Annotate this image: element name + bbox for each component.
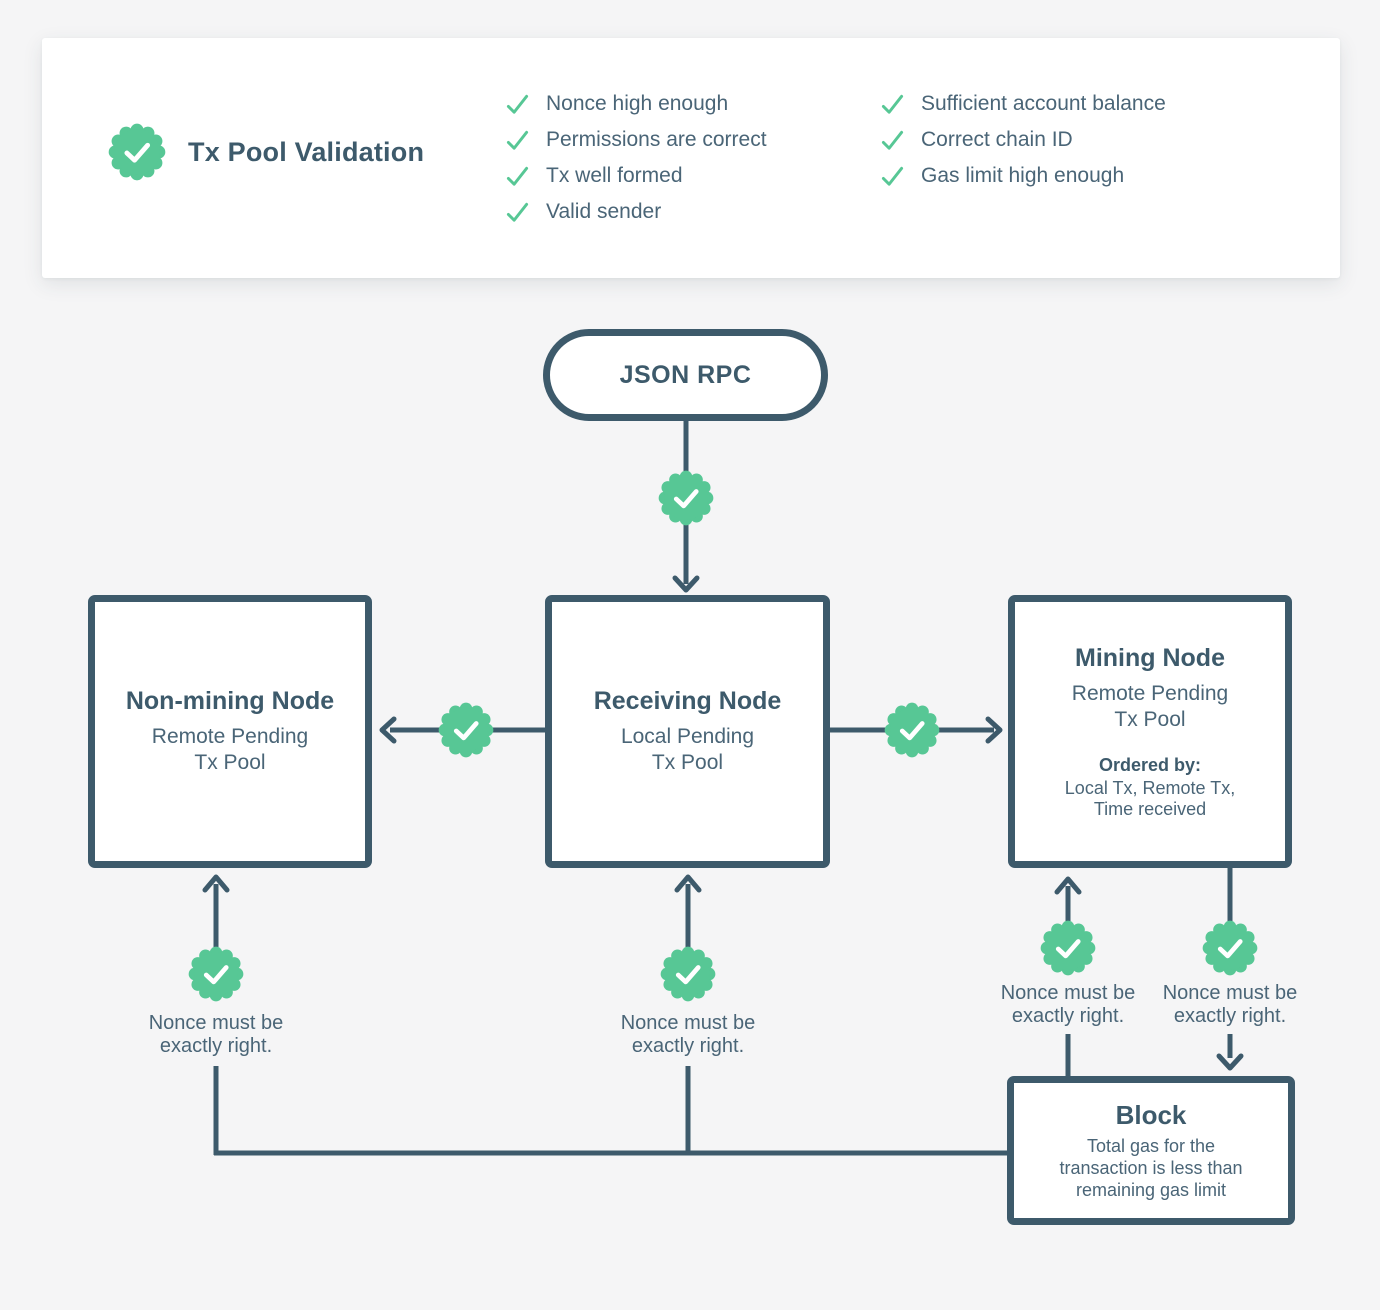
nonce-note: Nonce must be exactly right. [1145, 982, 1315, 1028]
node-subtitle-line: Local Pending [620, 725, 755, 748]
checklist-item: Sufficient account balance [880, 86, 1166, 122]
nonce-note-line: exactly right. [1011, 1005, 1125, 1027]
checklist-item-label: Correct chain ID [921, 128, 1073, 151]
nonce-note: Nonce must be exactly right. [603, 1012, 773, 1058]
node-receiving: Receiving Node Local Pending Tx Pool [545, 595, 830, 868]
node-mining: Mining Node Remote Pending Tx Pool Order… [1008, 595, 1292, 868]
node-json-rpc-label: JSON RPC [619, 360, 752, 389]
checklist-item: Gas limit high enough [880, 158, 1166, 194]
validation-badge-icon [884, 702, 940, 758]
validation-badge-icon [438, 702, 494, 758]
node-subtitle-line: Tx Pool [1114, 707, 1186, 731]
nonce-note-line: Nonce must be [1000, 982, 1136, 1004]
legend-brand: Tx Pool Validation [108, 123, 424, 181]
nonce-note-line: Nonce must be [1162, 982, 1298, 1004]
validation-checklist-left: Nonce high enough Permissions are correc… [505, 86, 767, 230]
checklist-item-label: Tx well formed [546, 164, 683, 187]
validation-badge-icon [1202, 920, 1258, 976]
block-body-line: transaction is less than [1059, 1158, 1243, 1178]
validation-legend-card: Tx Pool Validation Nonce high enough Per… [42, 38, 1340, 278]
checklist-item: Valid sender [505, 194, 767, 230]
check-icon [505, 200, 530, 225]
nonce-note-line: Nonce must be [620, 1012, 756, 1034]
arrowhead-into-mining [985, 716, 1003, 744]
check-icon [505, 164, 530, 189]
checklist-item-label: Gas limit high enough [921, 164, 1125, 187]
validation-checklist-right: Sufficient account balance Correct chain… [880, 86, 1166, 194]
arrowhead-down-into-block [1216, 1053, 1244, 1071]
node-json-rpc: JSON RPC [543, 329, 828, 421]
nonce-note-line: Nonce must be [148, 1012, 284, 1034]
block-body-line: Total gas for the [1086, 1136, 1216, 1156]
arrowhead-into-receiving [672, 575, 700, 593]
checklist-item-label: Sufficient account balance [921, 92, 1166, 115]
checklist-item-label: Nonce high enough [546, 92, 729, 115]
node-title: Mining Node [1075, 643, 1225, 672]
arrowhead-into-nonmining [379, 716, 397, 744]
check-icon [880, 164, 905, 189]
legend-title: Tx Pool Validation [188, 136, 425, 167]
node-subtitle: Local Pending Tx Pool [621, 724, 754, 776]
checklist-item-label: Valid sender [546, 200, 662, 223]
checklist-item: Permissions are correct [505, 122, 767, 158]
node-subtitle-line: Remote Pending [151, 725, 309, 748]
node-block: Block Total gas for the transaction is l… [1007, 1076, 1295, 1225]
arrowhead-up-into-nonmining [202, 874, 230, 893]
arrowhead-up-into-mining [1054, 876, 1082, 895]
node-title: Receiving Node [593, 687, 782, 715]
validation-badge-icon [188, 946, 244, 1002]
ordered-by-line: Time received [1093, 798, 1207, 819]
checklist-item: Nonce high enough [505, 86, 767, 122]
checklist-item: Tx well formed [505, 158, 767, 194]
validation-badge-icon [658, 470, 714, 526]
check-icon [880, 128, 905, 153]
validation-badge-icon [660, 946, 716, 1002]
node-subtitle: Remote Pending Tx Pool [152, 724, 308, 776]
check-icon [880, 92, 905, 117]
check-icon [505, 92, 530, 117]
node-subtitle-line: Remote Pending [1071, 681, 1229, 705]
nonce-note-line: exactly right. [159, 1035, 273, 1057]
check-icon [505, 128, 530, 153]
node-subtitle-line: Tx Pool [194, 751, 266, 774]
nonce-note: Nonce must be exactly right. [131, 1012, 301, 1058]
nonce-note-line: exactly right. [1173, 1005, 1287, 1027]
node-non-mining: Non-mining Node Remote Pending Tx Pool [88, 595, 372, 868]
block-body-line: remaining gas limit [1075, 1180, 1227, 1200]
ordered-by-section: Ordered by: Local Tx, Remote Tx, Time re… [1065, 755, 1235, 820]
validation-badge-icon [1040, 920, 1096, 976]
checklist-item-label: Permissions are correct [546, 128, 767, 151]
checklist-item: Correct chain ID [880, 122, 1166, 158]
node-title: Non-mining Node [125, 687, 335, 715]
node-subtitle: Remote Pending Tx Pool [1072, 681, 1228, 733]
nonce-note: Nonce must be exactly right. [983, 982, 1153, 1028]
node-title: Block [1115, 1100, 1187, 1130]
ordered-by-line: Local Tx, Remote Tx, [1064, 777, 1236, 798]
arrowhead-up-into-receiving [674, 874, 702, 893]
node-subtitle-line: Tx Pool [651, 751, 724, 774]
ordered-by-label: Ordered by: [1098, 754, 1202, 775]
seal-check-icon [108, 123, 166, 181]
nonce-note-line: exactly right. [631, 1035, 745, 1057]
